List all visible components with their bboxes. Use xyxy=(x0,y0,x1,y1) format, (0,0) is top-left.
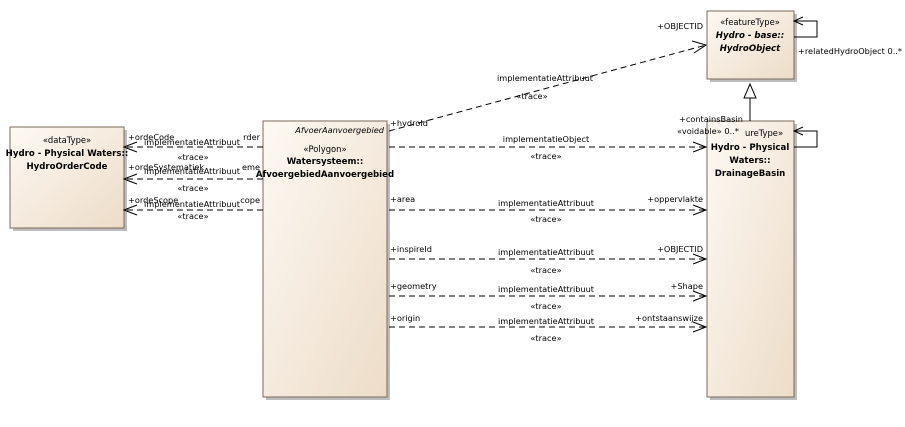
target-role-label: +ordeCode xyxy=(128,132,174,142)
target-role-label: +ontstaanswijze xyxy=(635,313,703,323)
self-association-line xyxy=(794,20,818,38)
target-role-label: +ordeSystematiek xyxy=(128,162,204,172)
trace-stereotype: «trace» xyxy=(516,91,547,101)
trace-stereotype: «trace» xyxy=(530,301,561,311)
relation-label: implementatieAttribuut xyxy=(498,284,595,294)
class-afvoergebied-aanvoergebied[interactable]: AfvoerAanvoergebied «Polygon» Watersyste… xyxy=(256,120,394,400)
trace-arrowhead xyxy=(122,173,138,185)
trace-arrowhead xyxy=(122,141,138,153)
class-drainage-basin[interactable]: Hydro - Physical Waters:: DrainageBasin xyxy=(706,120,797,400)
target-role-label: +OBJECTID xyxy=(657,244,703,254)
stereotype-label: ureType» xyxy=(745,128,783,138)
association-arrowhead xyxy=(792,126,804,136)
trace-stereotype: «trace» xyxy=(177,152,208,162)
overlap-label-fragment: cope xyxy=(240,195,260,205)
voidable-label: «voidable» 0..* xyxy=(677,126,739,136)
relation-label: implementatieAttribuut xyxy=(497,73,594,83)
stereotype-label: «Polygon» xyxy=(303,144,346,154)
class-label-italic: AfvoerAanvoergebied xyxy=(294,125,385,135)
overlap-label-fragment: eme xyxy=(242,162,260,172)
role-label: +containsBasin xyxy=(679,114,743,124)
overlap-label-fragment: rder xyxy=(243,132,260,142)
target-role-label: +oppervlakte xyxy=(647,194,703,204)
trace-arrowhead xyxy=(692,253,708,265)
trace-arrowhead xyxy=(692,141,708,153)
trace-arrowhead xyxy=(692,290,708,302)
trace-stereotype: «trace» xyxy=(530,265,561,275)
class-name-line: DrainageBasin xyxy=(715,169,786,179)
class-hydro-object[interactable]: «featureType» Hydro - base:: HydroObject xyxy=(706,10,797,82)
class-name-line: Waters:: xyxy=(729,156,770,166)
generalization-arrowhead xyxy=(743,82,757,99)
trace-arrowhead xyxy=(692,204,708,216)
class-name-line: HydroOrderCode xyxy=(26,162,107,172)
source-role-label: +geometry xyxy=(390,281,437,291)
trace-stereotype: «trace» xyxy=(177,183,208,193)
trace-stereotype: «trace» xyxy=(530,214,561,224)
class-name-line: Hydro - Physical Waters:: xyxy=(6,149,129,159)
class-hydro-order-code[interactable]: «dataType» Hydro - Physical Waters:: Hyd… xyxy=(6,126,129,231)
class-name-line: Watersysteem:: xyxy=(287,157,364,167)
source-role-label: +hydroId xyxy=(390,118,428,128)
stereotype-label: «featureType» xyxy=(720,17,780,27)
source-role-label: +area xyxy=(390,194,415,204)
stereotype-label: «dataType» xyxy=(43,135,91,145)
class-name-line: Hydro - Physical xyxy=(711,143,790,153)
association-arrowhead xyxy=(792,16,804,26)
source-role-label: +inspireId xyxy=(390,244,432,254)
role-label: +relatedHydroObject 0..* xyxy=(798,46,902,56)
trace-stereotype: «trace» xyxy=(530,151,561,161)
self-association-line xyxy=(794,130,818,148)
trace-stereotype: «trace» xyxy=(530,333,561,343)
relation-label: implementatieAttribuut xyxy=(498,198,595,208)
trace-arrowhead xyxy=(691,40,708,54)
target-role-label: +OBJECTID xyxy=(657,21,703,31)
trace-arrowhead xyxy=(122,204,138,216)
class-name-line: AfvoergebiedAanvoergebied xyxy=(256,170,394,180)
relation-label: implementatieAttribuut xyxy=(144,199,241,209)
relation-label: implementatieAttribuut xyxy=(498,316,595,326)
class-name-line: Hydro - base:: xyxy=(716,31,784,41)
source-role-label: +origin xyxy=(390,313,420,323)
relation-label: implementatieAttribuut xyxy=(144,137,241,147)
target-role-label: +ordeScope xyxy=(128,195,178,205)
target-role-label: +Shape xyxy=(671,281,704,291)
relation-label: implementatieObject xyxy=(503,134,590,144)
trace-arrowhead xyxy=(692,321,708,333)
relation-label: implementatieAttribuut xyxy=(144,166,241,176)
trace-line xyxy=(388,44,707,132)
class-name-line: HydroObject xyxy=(720,44,781,54)
trace-stereotype: «trace» xyxy=(177,211,208,221)
relation-label: implementatieAttribuut xyxy=(498,247,595,257)
